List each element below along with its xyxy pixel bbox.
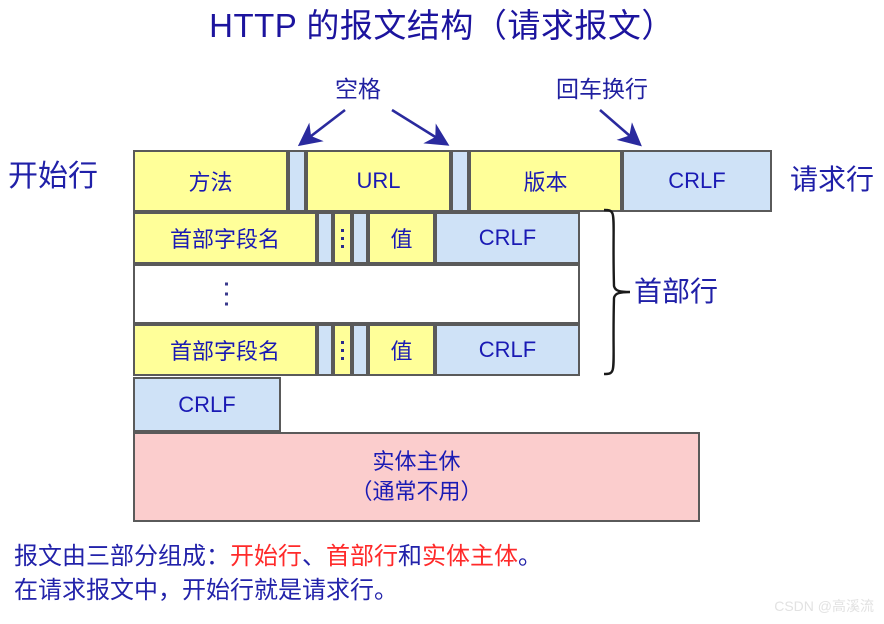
colon-glyph bbox=[341, 228, 344, 248]
cell-gap-2b bbox=[352, 324, 368, 376]
caption-suffix: 。 bbox=[518, 543, 542, 570]
cell-header-value-2: 值 bbox=[368, 324, 435, 376]
cell-space-1 bbox=[288, 150, 306, 212]
colon-glyph bbox=[341, 340, 344, 360]
caption-highlight-header-lines: 首部行 bbox=[326, 543, 398, 570]
cell-crlf-request: CRLF bbox=[622, 150, 772, 212]
caption-highlight-entity-body: 实体主体 bbox=[422, 543, 518, 570]
cell-colon-2 bbox=[333, 324, 352, 376]
entity-body-line-1: 实体主休 bbox=[372, 449, 461, 474]
header-lines-brace bbox=[603, 208, 631, 376]
cell-method: 方法 bbox=[133, 150, 288, 212]
caption-line-2: 在请求报文中，开始行就是请求行。 bbox=[14, 577, 398, 604]
entity-body-line-2: （通常不用） bbox=[350, 479, 483, 504]
cell-crlf-header-1: CRLF bbox=[435, 212, 580, 264]
callout-label-crlf: 回车换行 bbox=[556, 76, 648, 102]
label-request-line: 请求行 bbox=[790, 164, 875, 195]
cell-colon-1 bbox=[333, 212, 352, 264]
cell-gap-1a bbox=[317, 212, 333, 264]
entity-body-text: 实体主休 （通常不用） bbox=[350, 447, 482, 507]
label-header-lines: 首部行 bbox=[634, 276, 719, 307]
arrow-crlf bbox=[599, 109, 642, 147]
vertical-ellipsis-icon bbox=[225, 282, 228, 306]
cell-header-name-1: 首部字段名 bbox=[133, 212, 317, 264]
caption-line-1: 报文由三部分组成：开始行、首部行和实体主体。 bbox=[14, 540, 542, 574]
cell-header-ellipsis bbox=[133, 264, 580, 324]
cell-header-name-2: 首部字段名 bbox=[133, 324, 317, 376]
cell-version: 版本 bbox=[469, 150, 622, 212]
cell-header-value-1: 值 bbox=[368, 212, 435, 264]
cell-gap-1b bbox=[352, 212, 368, 264]
cell-crlf-blank-line: CRLF bbox=[133, 377, 281, 432]
cell-url: URL bbox=[306, 150, 451, 212]
cell-space-2 bbox=[451, 150, 469, 212]
caption-sep-2: 和 bbox=[398, 543, 422, 570]
arrow-space-left bbox=[297, 108, 346, 147]
caption-prefix: 报文由三部分组成： bbox=[14, 543, 230, 570]
arrow-space-right bbox=[391, 108, 450, 146]
page-title: HTTP 的报文结构（请求报文） bbox=[209, 7, 675, 44]
cell-crlf-header-2: CRLF bbox=[435, 324, 580, 376]
caption-sep-1: 、 bbox=[302, 543, 326, 570]
cell-entity-body: 实体主休 （通常不用） bbox=[133, 432, 700, 522]
callout-label-space: 空格 bbox=[335, 76, 381, 102]
cell-gap-2a bbox=[317, 324, 333, 376]
watermark: CSDN @高溪流 bbox=[774, 598, 874, 614]
caption: 报文由三部分组成：开始行、首部行和实体主体。 在请求报文中，开始行就是请求行。 bbox=[14, 540, 542, 608]
caption-highlight-start-line: 开始行 bbox=[230, 543, 302, 570]
label-start-line: 开始行 bbox=[8, 160, 98, 193]
